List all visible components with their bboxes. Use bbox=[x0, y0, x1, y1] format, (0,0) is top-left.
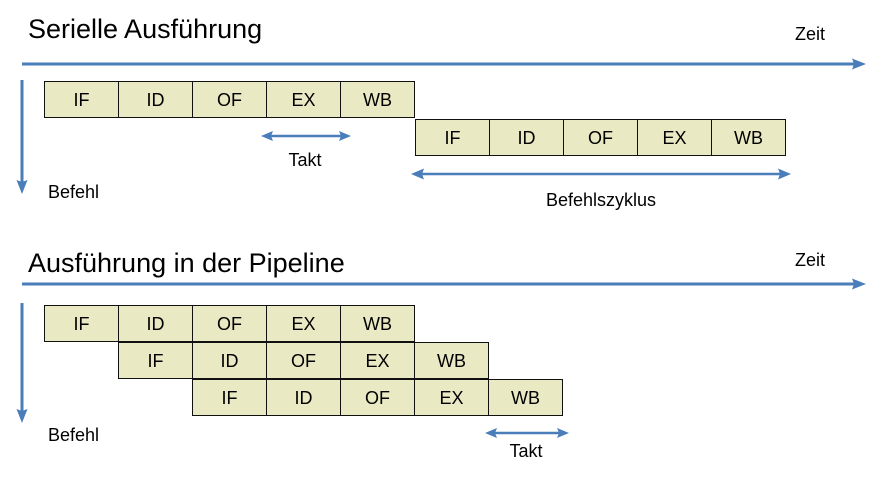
stage-box-of: OF bbox=[192, 305, 267, 342]
befehlszyklus-measure-arrow bbox=[411, 168, 791, 180]
takt-caption-pipeline: Takt bbox=[509, 441, 543, 461]
time-axis-arrow-serial bbox=[22, 58, 866, 70]
pipeline-section-title: Ausführung in der Pipeline bbox=[28, 248, 345, 278]
takt-measure-arrow-serial bbox=[261, 131, 351, 141]
time-axis-label-serial: Zeit bbox=[795, 24, 826, 44]
stage-box-wb: WB bbox=[414, 342, 489, 379]
stage-box-of: OF bbox=[563, 119, 638, 156]
stage-box-ex: EX bbox=[340, 342, 415, 379]
stage-box-wb: WB bbox=[711, 119, 786, 156]
stage-box-id: ID bbox=[192, 342, 267, 379]
instruction-axis-label-pipeline: Befehl bbox=[48, 425, 100, 445]
stage-box-if: IF bbox=[44, 81, 119, 118]
stage-box-id: ID bbox=[266, 379, 341, 416]
stage-box-ex: EX bbox=[266, 305, 341, 342]
stage-box-if: IF bbox=[44, 305, 119, 342]
stage-box-ex: EX bbox=[266, 81, 341, 118]
stage-box-wb: WB bbox=[340, 81, 415, 118]
stage-box-wb: WB bbox=[340, 305, 415, 342]
stage-box-id: ID bbox=[489, 119, 564, 156]
instruction-axis-arrow-serial bbox=[16, 80, 28, 194]
instruction-axis-arrow-pipeline bbox=[16, 303, 28, 423]
stage-box-if: IF bbox=[415, 119, 490, 156]
time-axis-label-pipeline: Zeit bbox=[795, 250, 826, 270]
stage-box-of: OF bbox=[192, 81, 267, 118]
stage-box-ex: EX bbox=[414, 379, 489, 416]
befehlszyklus-caption: Befehlszyklus bbox=[545, 190, 657, 210]
serial-section-title: Serielle Ausführung bbox=[28, 14, 263, 44]
stage-box-id: ID bbox=[118, 305, 193, 342]
takt-caption-serial: Takt bbox=[288, 150, 322, 170]
instruction-axis-label-serial: Befehl bbox=[48, 182, 100, 202]
stage-box-if: IF bbox=[118, 342, 193, 379]
stage-box-ex: EX bbox=[637, 119, 712, 156]
stage-box-of: OF bbox=[266, 342, 341, 379]
stage-box-of: OF bbox=[340, 379, 415, 416]
stage-box-if: IF bbox=[192, 379, 267, 416]
takt-measure-arrow-pipeline bbox=[485, 428, 569, 438]
time-axis-arrow-pipeline bbox=[22, 278, 866, 290]
stage-box-id: ID bbox=[118, 81, 193, 118]
stage-box-wb: WB bbox=[488, 379, 563, 416]
